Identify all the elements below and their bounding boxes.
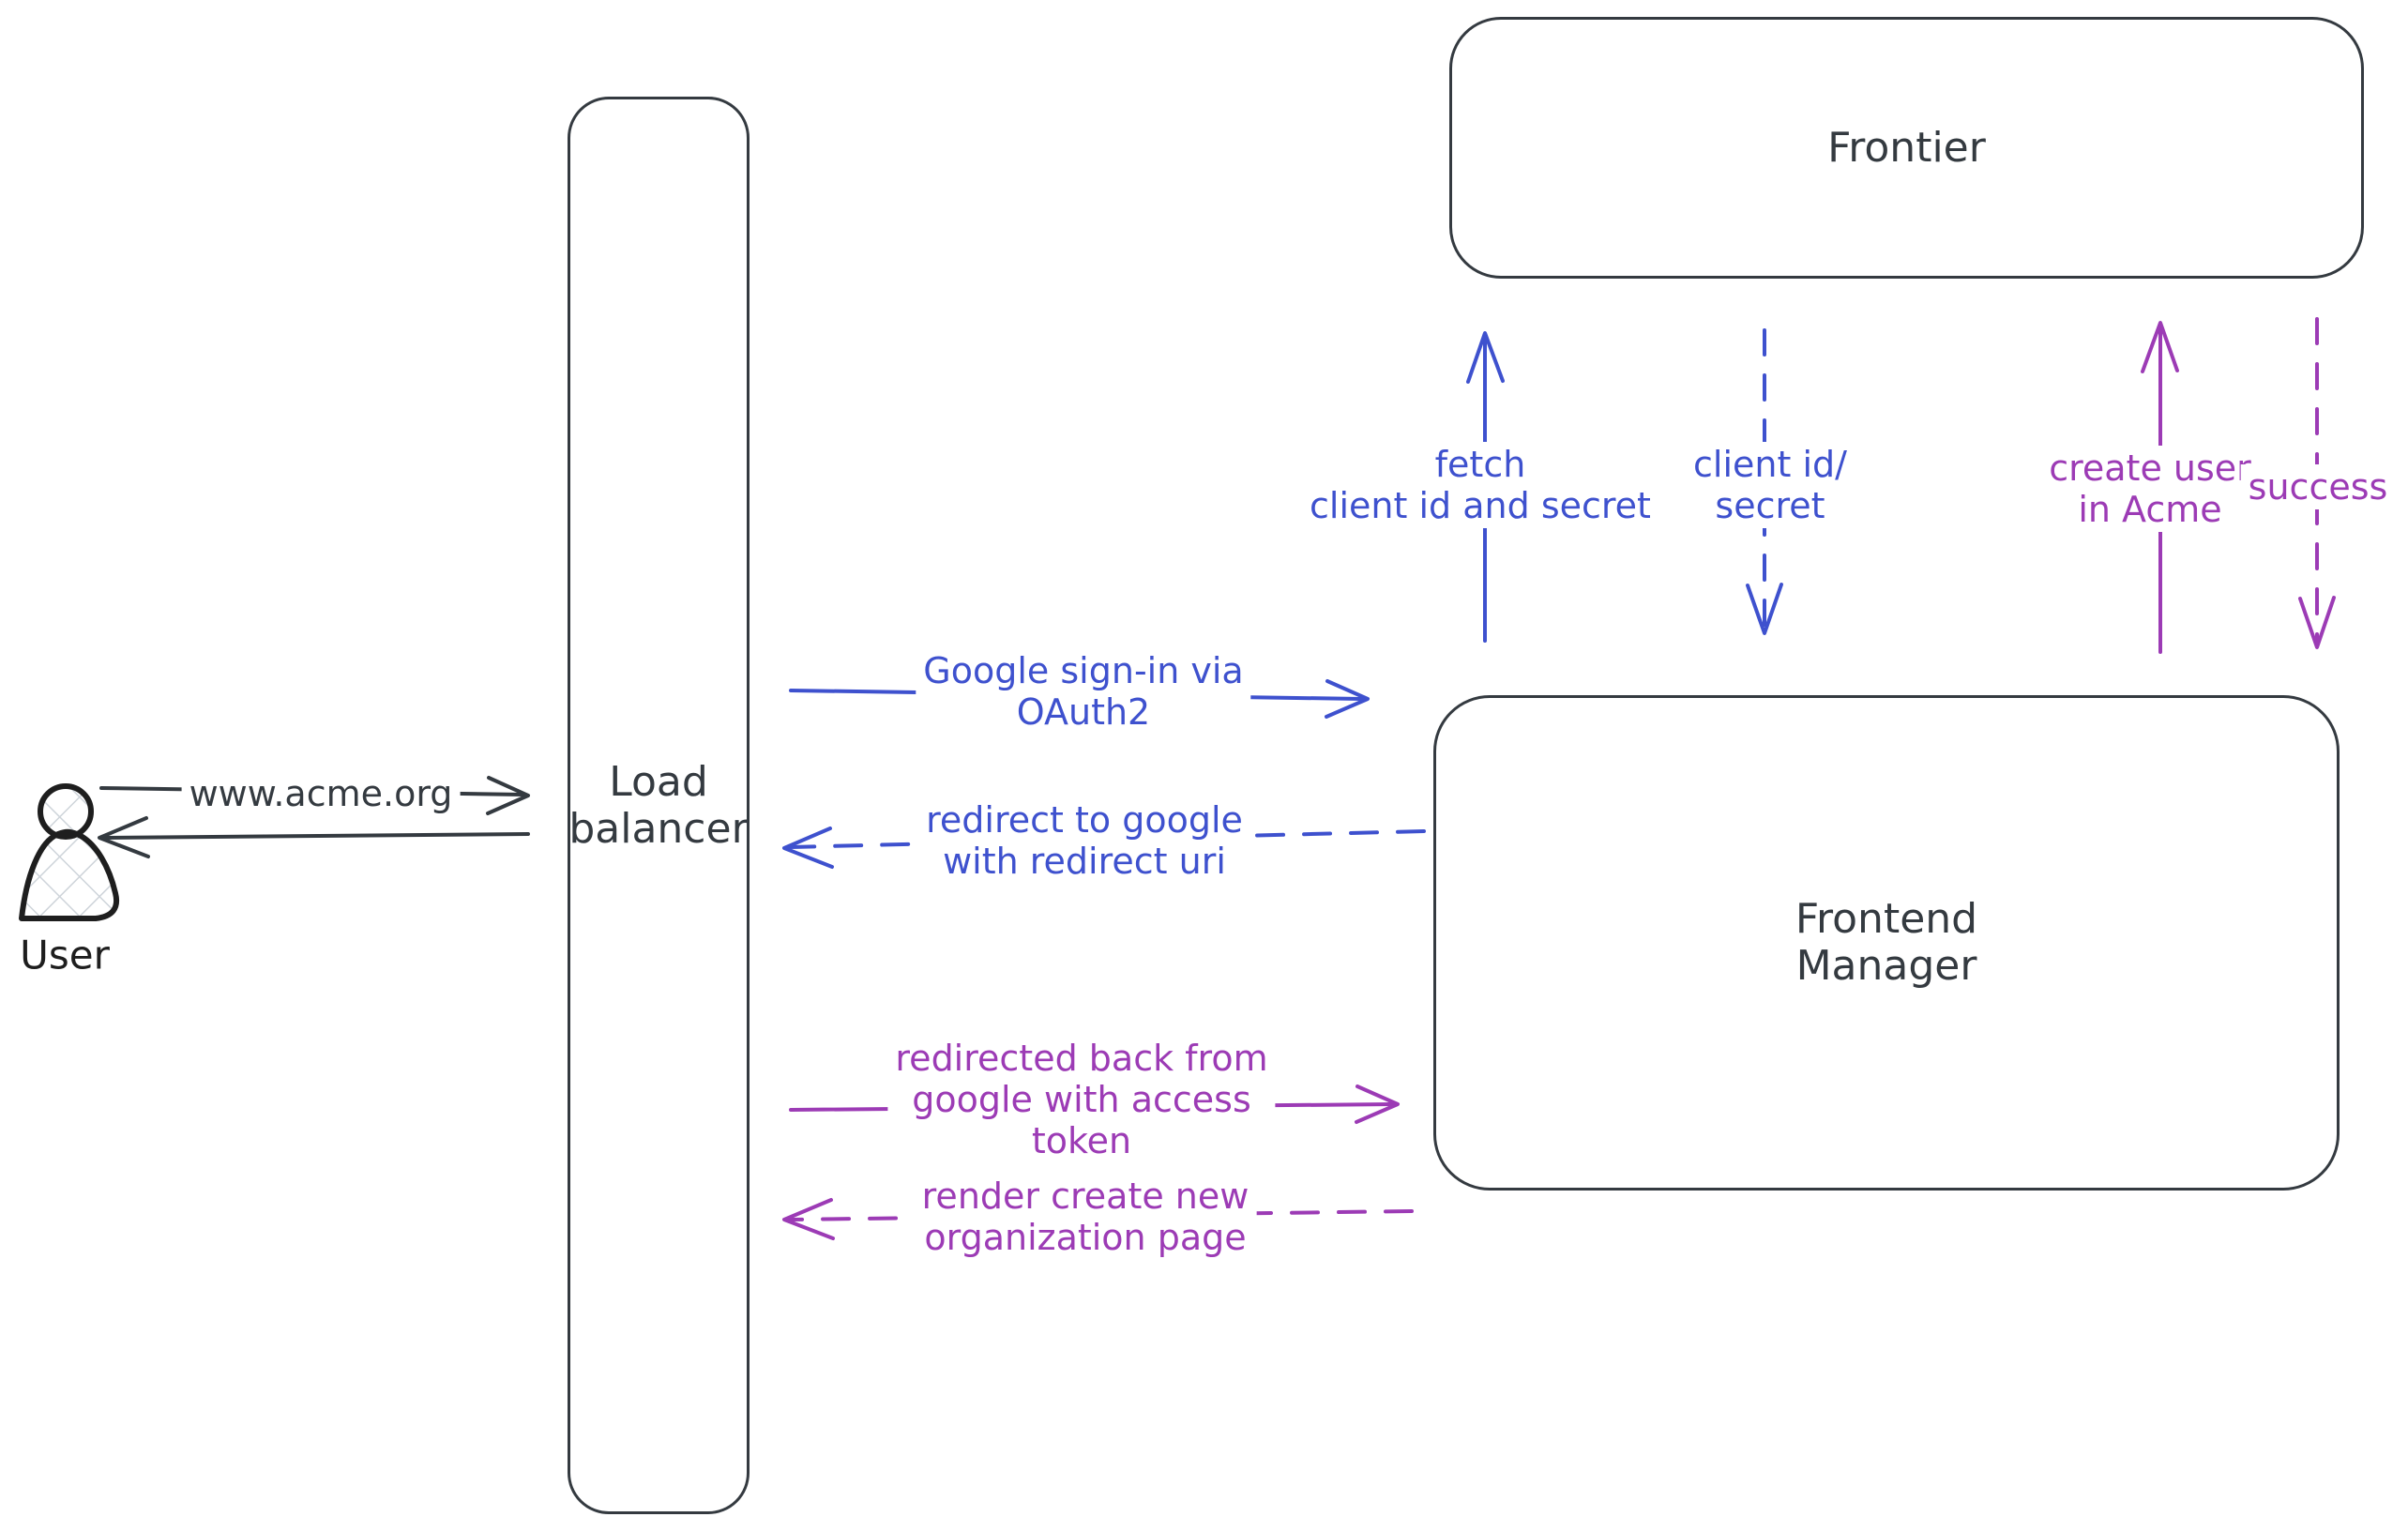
redirected-back-label: redirected back from google with access … <box>887 1036 1276 1163</box>
frontier-label: Frontier <box>1827 123 1986 172</box>
arrow-render-page <box>782 1198 1414 1240</box>
fetch-client-label: fetch client id and secret <box>1302 442 1658 528</box>
www-request-label: www.acme.org <box>181 771 461 816</box>
load-balancer-label: Load balancer <box>568 757 749 853</box>
user-figure <box>19 783 119 921</box>
arrow-www-response <box>98 816 530 858</box>
client-id-label: client id/ secret <box>1686 442 1855 528</box>
render-page-label: render create new organization page <box>914 1174 1257 1260</box>
user-body <box>19 828 119 921</box>
success-label: success <box>2240 464 2396 509</box>
arrow-success <box>2298 317 2336 649</box>
google-signin-label: Google sign-in via OAuth2 <box>916 648 1251 735</box>
create-user-label: create user in Acme <box>2041 446 2259 532</box>
redirect-google-label: redirect to google with redirect uri <box>918 797 1250 884</box>
arrow-redirect-google <box>782 827 1426 869</box>
frontend-manager-box: Frontend Manager <box>1433 695 2340 1191</box>
frontend-manager-label: Frontend Manager <box>1795 895 1978 990</box>
load-balancer-box: Load balancer <box>568 97 750 1514</box>
user-label: User <box>20 932 110 978</box>
frontier-box: Frontier <box>1449 17 2364 279</box>
